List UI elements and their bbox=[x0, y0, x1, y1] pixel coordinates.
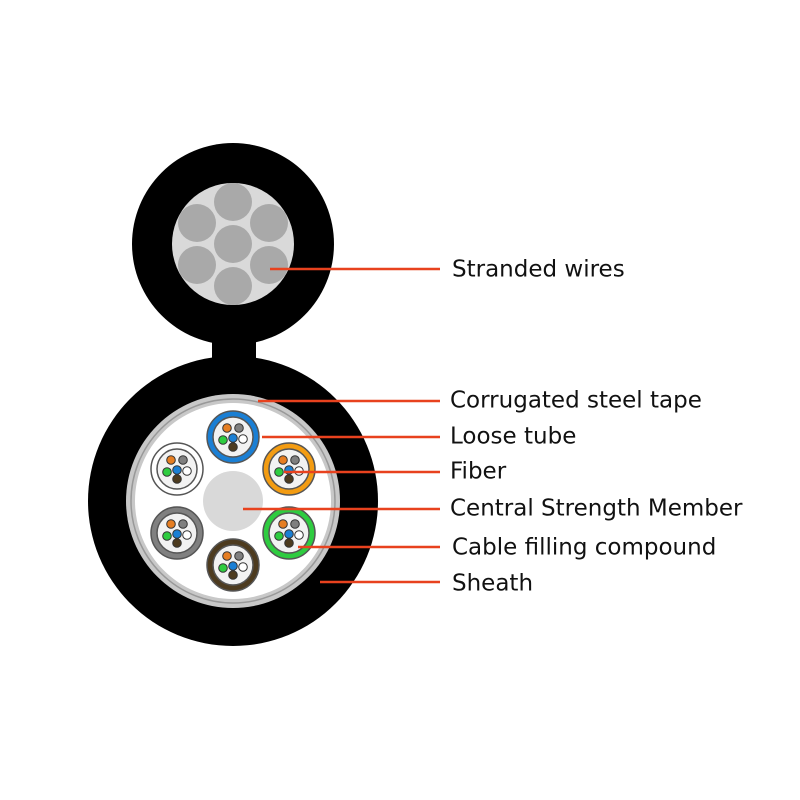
corrugated-steel-tape-inner-line bbox=[130, 398, 336, 604]
optical-fiber bbox=[218, 435, 228, 445]
optical-fiber bbox=[274, 467, 284, 477]
label-fiber: Fiber bbox=[450, 459, 507, 485]
optical-fiber bbox=[228, 561, 238, 571]
optical-fiber bbox=[290, 455, 300, 465]
optical-fiber bbox=[182, 466, 192, 476]
label-cable-filling-compound: Cable filling compound bbox=[452, 535, 716, 561]
optical-fiber bbox=[222, 551, 232, 561]
stranded-wire bbox=[250, 246, 288, 284]
loose-tube bbox=[206, 410, 260, 464]
messenger-wire-assembly bbox=[132, 143, 334, 370]
stranded-wire bbox=[178, 204, 216, 242]
stranded-wire bbox=[214, 267, 252, 305]
optical-fiber bbox=[290, 519, 300, 529]
stranded-wire bbox=[214, 183, 252, 221]
optical-fiber bbox=[284, 538, 294, 548]
stranded-wire bbox=[214, 225, 252, 263]
optical-fiber bbox=[278, 519, 288, 529]
labels: Stranded wires Corrugated steel tape Loo… bbox=[450, 257, 743, 597]
optical-fiber bbox=[284, 529, 294, 539]
optical-fiber bbox=[172, 538, 182, 548]
optical-fiber bbox=[294, 530, 304, 540]
loose-tube bbox=[262, 442, 316, 496]
optical-fiber bbox=[228, 433, 238, 443]
optical-fiber bbox=[274, 531, 284, 541]
loose-tube bbox=[262, 506, 316, 560]
label-corrugated-steel-tape: Corrugated steel tape bbox=[450, 388, 702, 414]
stranded-wire bbox=[250, 204, 288, 242]
loose-tube bbox=[150, 506, 204, 560]
loose-tube bbox=[206, 538, 260, 592]
optical-fiber bbox=[172, 529, 182, 539]
label-stranded-wires: Stranded wires bbox=[452, 257, 625, 283]
optical-fiber bbox=[172, 465, 182, 475]
optical-fiber bbox=[172, 474, 182, 484]
optical-fiber bbox=[182, 530, 192, 540]
label-loose-tube: Loose tube bbox=[450, 424, 576, 450]
loose-tube bbox=[150, 442, 204, 496]
optical-fiber bbox=[178, 519, 188, 529]
optical-fiber bbox=[178, 455, 188, 465]
optical-fiber bbox=[166, 519, 176, 529]
optical-fiber bbox=[234, 423, 244, 433]
optical-fiber bbox=[162, 531, 172, 541]
stranded-wire bbox=[178, 246, 216, 284]
optical-fiber bbox=[228, 442, 238, 452]
optical-fiber bbox=[162, 467, 172, 477]
optical-fiber bbox=[278, 455, 288, 465]
label-sheath: Sheath bbox=[452, 571, 533, 597]
optical-fiber bbox=[222, 423, 232, 433]
optical-fiber bbox=[238, 434, 248, 444]
label-central-strength-member: Central Strength Member bbox=[450, 496, 743, 522]
optical-fiber bbox=[238, 562, 248, 572]
optical-fiber bbox=[228, 570, 238, 580]
optical-fiber bbox=[284, 474, 294, 484]
optical-fiber bbox=[218, 563, 228, 573]
main-cable-assembly bbox=[88, 356, 378, 646]
leader-lines bbox=[243, 267, 440, 584]
loose-tube-group bbox=[150, 410, 316, 592]
central-strength-member bbox=[203, 471, 263, 531]
optical-fiber bbox=[166, 455, 176, 465]
optical-fiber bbox=[234, 551, 244, 561]
